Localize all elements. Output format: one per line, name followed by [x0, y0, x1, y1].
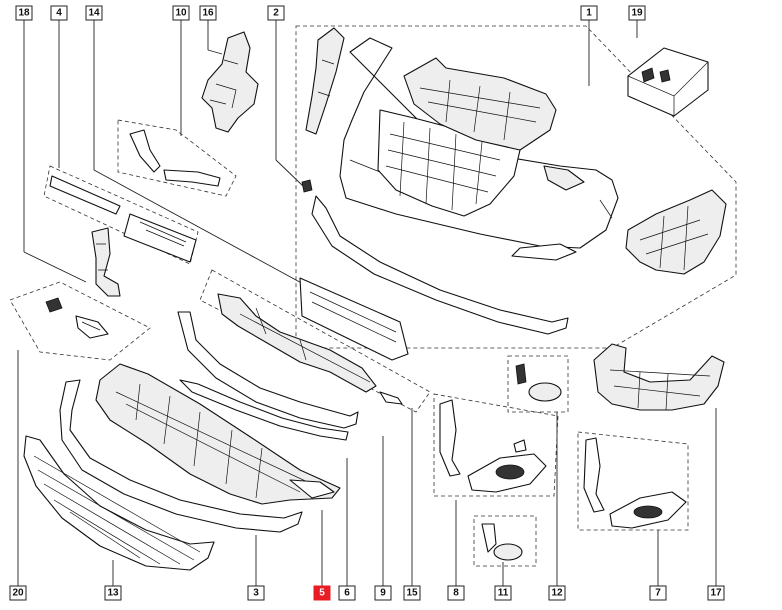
svg-text:20: 20 — [12, 588, 24, 599]
callout-5[interactable]: 5 — [313, 585, 331, 601]
callout-15[interactable]: 15 — [403, 585, 421, 601]
callout-13[interactable]: 13 — [104, 585, 122, 601]
right-bezel-part — [583, 437, 687, 529]
crossmember-part — [403, 57, 585, 191]
fog-lamp-bezel-part — [439, 399, 547, 493]
svg-text:19: 19 — [631, 8, 643, 19]
fog-lamp-part — [515, 363, 562, 402]
side-trim-part — [129, 129, 221, 187]
svg-text:16: 16 — [202, 8, 214, 19]
chrome-strip-part — [179, 379, 349, 441]
callout-18[interactable]: 18 — [15, 5, 33, 21]
parts — [23, 27, 727, 571]
svg-text:9: 9 — [380, 588, 386, 599]
callout-2[interactable]: 2 — [267, 5, 285, 21]
svg-text:11: 11 — [498, 588, 509, 599]
svg-text:14: 14 — [88, 8, 100, 19]
svg-text:13: 13 — [107, 588, 119, 599]
callout-17[interactable]: 17 — [707, 585, 725, 601]
callout-20[interactable]: 20 — [9, 585, 27, 601]
svg-text:1: 1 — [586, 8, 592, 19]
fixing-kit-part — [627, 47, 709, 117]
callout-6[interactable]: 6 — [338, 585, 356, 601]
bumper-cover-part — [339, 37, 619, 261]
callouts: 18 4 14 10 16 2 1 19 20 13 3 5 6 9 15 8 … — [9, 5, 725, 601]
callout-3[interactable]: 3 — [247, 585, 265, 601]
svg-text:7: 7 — [655, 588, 661, 599]
callout-19[interactable]: 19 — [628, 5, 646, 21]
trim-strip-part — [177, 311, 359, 429]
svg-text:8: 8 — [453, 588, 459, 599]
fog-lamp-cover-part — [481, 523, 523, 561]
svg-text:15: 15 — [406, 588, 418, 599]
lower-absorber-part — [95, 363, 341, 505]
mount-bracket-part — [217, 293, 403, 405]
svg-text:10: 10 — [175, 8, 187, 19]
absorber-part — [49, 175, 197, 263]
svg-text:18: 18 — [18, 8, 30, 19]
clip-part — [45, 297, 109, 339]
lower-support-part — [593, 343, 725, 411]
svg-text:6: 6 — [344, 588, 350, 599]
callout-11[interactable]: 11 — [494, 585, 512, 601]
right-bracket-part — [625, 189, 727, 275]
callout-14[interactable]: 14 — [85, 5, 103, 21]
svg-text:17: 17 — [710, 588, 722, 599]
callout-1[interactable]: 1 — [580, 5, 598, 21]
spoiler-strip-part — [311, 195, 569, 335]
callout-16[interactable]: 16 — [199, 5, 217, 21]
upper-bracket-part — [201, 31, 259, 133]
callout-9[interactable]: 9 — [374, 585, 392, 601]
side-bracket-part — [301, 27, 345, 193]
callout-12[interactable]: 12 — [548, 585, 566, 601]
svg-text:2: 2 — [273, 8, 279, 19]
lower-grille-part — [23, 435, 215, 571]
svg-text:12: 12 — [551, 588, 563, 599]
callout-7[interactable]: 7 — [649, 585, 667, 601]
vertical-bracket-part — [91, 227, 121, 297]
callout-8[interactable]: 8 — [447, 585, 465, 601]
lower-lip-part — [59, 379, 303, 533]
svg-text:3: 3 — [253, 588, 259, 599]
callout-10[interactable]: 10 — [172, 5, 190, 21]
upper-grille-part — [299, 277, 409, 361]
svg-text:4: 4 — [56, 8, 62, 19]
callout-4[interactable]: 4 — [50, 5, 68, 21]
svg-text:5: 5 — [319, 588, 325, 599]
